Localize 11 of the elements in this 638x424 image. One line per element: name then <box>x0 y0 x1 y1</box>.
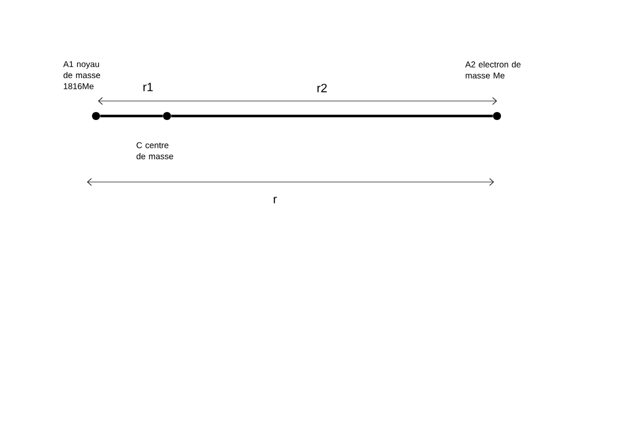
point-label: A1 noyau de masse 1816Me <box>63 61 100 90</box>
point-label: A2 electron de masse Me <box>465 61 521 78</box>
connecting-line <box>100 114 163 118</box>
point-dot <box>92 112 100 120</box>
point-label: C centre de masse <box>136 142 174 160</box>
point-dot <box>493 112 501 120</box>
dimension-label: r2 <box>317 84 327 92</box>
connecting-line <box>171 114 493 118</box>
point-dot <box>163 112 171 120</box>
dimension-label: r1 <box>143 82 153 92</box>
dimension-label: r <box>274 196 277 204</box>
